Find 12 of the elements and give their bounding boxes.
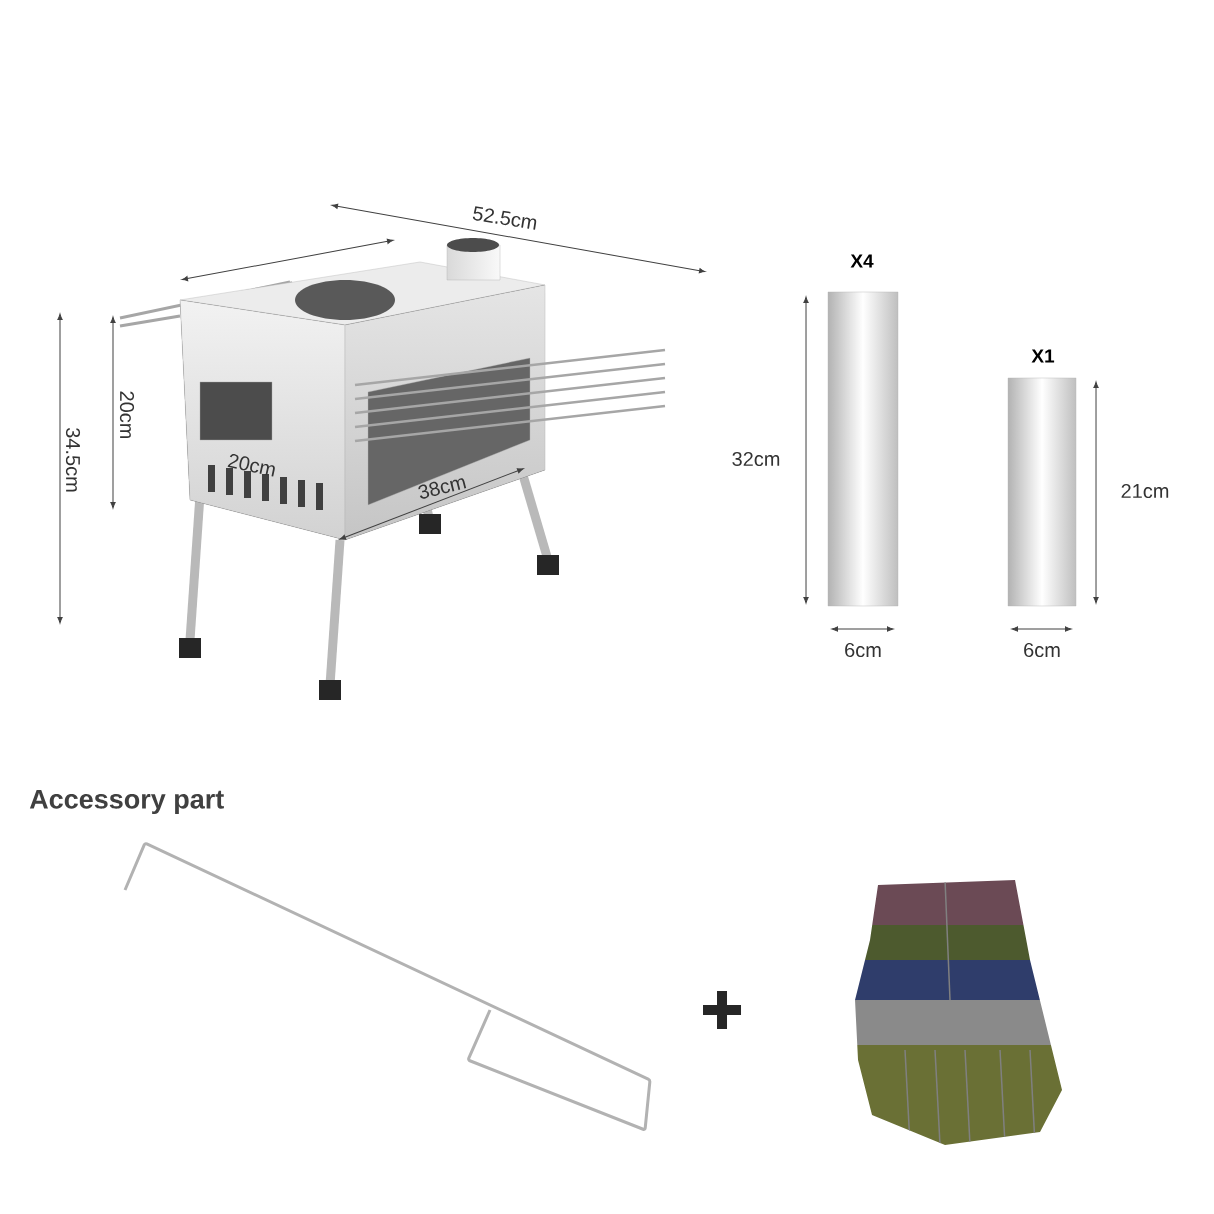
dimension-label: 34.5cm — [65, 427, 81, 492]
dimension-label: 20cm — [227, 454, 275, 477]
dimension-label: 6cm — [845, 642, 881, 658]
dimension-label: 21cm — [1121, 483, 1169, 499]
dimension-label: 32cm — [732, 451, 780, 467]
quantity-label: X4 — [850, 254, 874, 268]
dimension-label: 6cm — [1024, 642, 1060, 658]
dimension-label: 52.5cm — [472, 206, 537, 230]
quantity-label: X1 — [1031, 349, 1055, 363]
section-heading: Accessory part — [29, 789, 224, 815]
dimension-label: 38cm — [418, 478, 467, 499]
dimension-label: 20cm — [119, 391, 135, 439]
